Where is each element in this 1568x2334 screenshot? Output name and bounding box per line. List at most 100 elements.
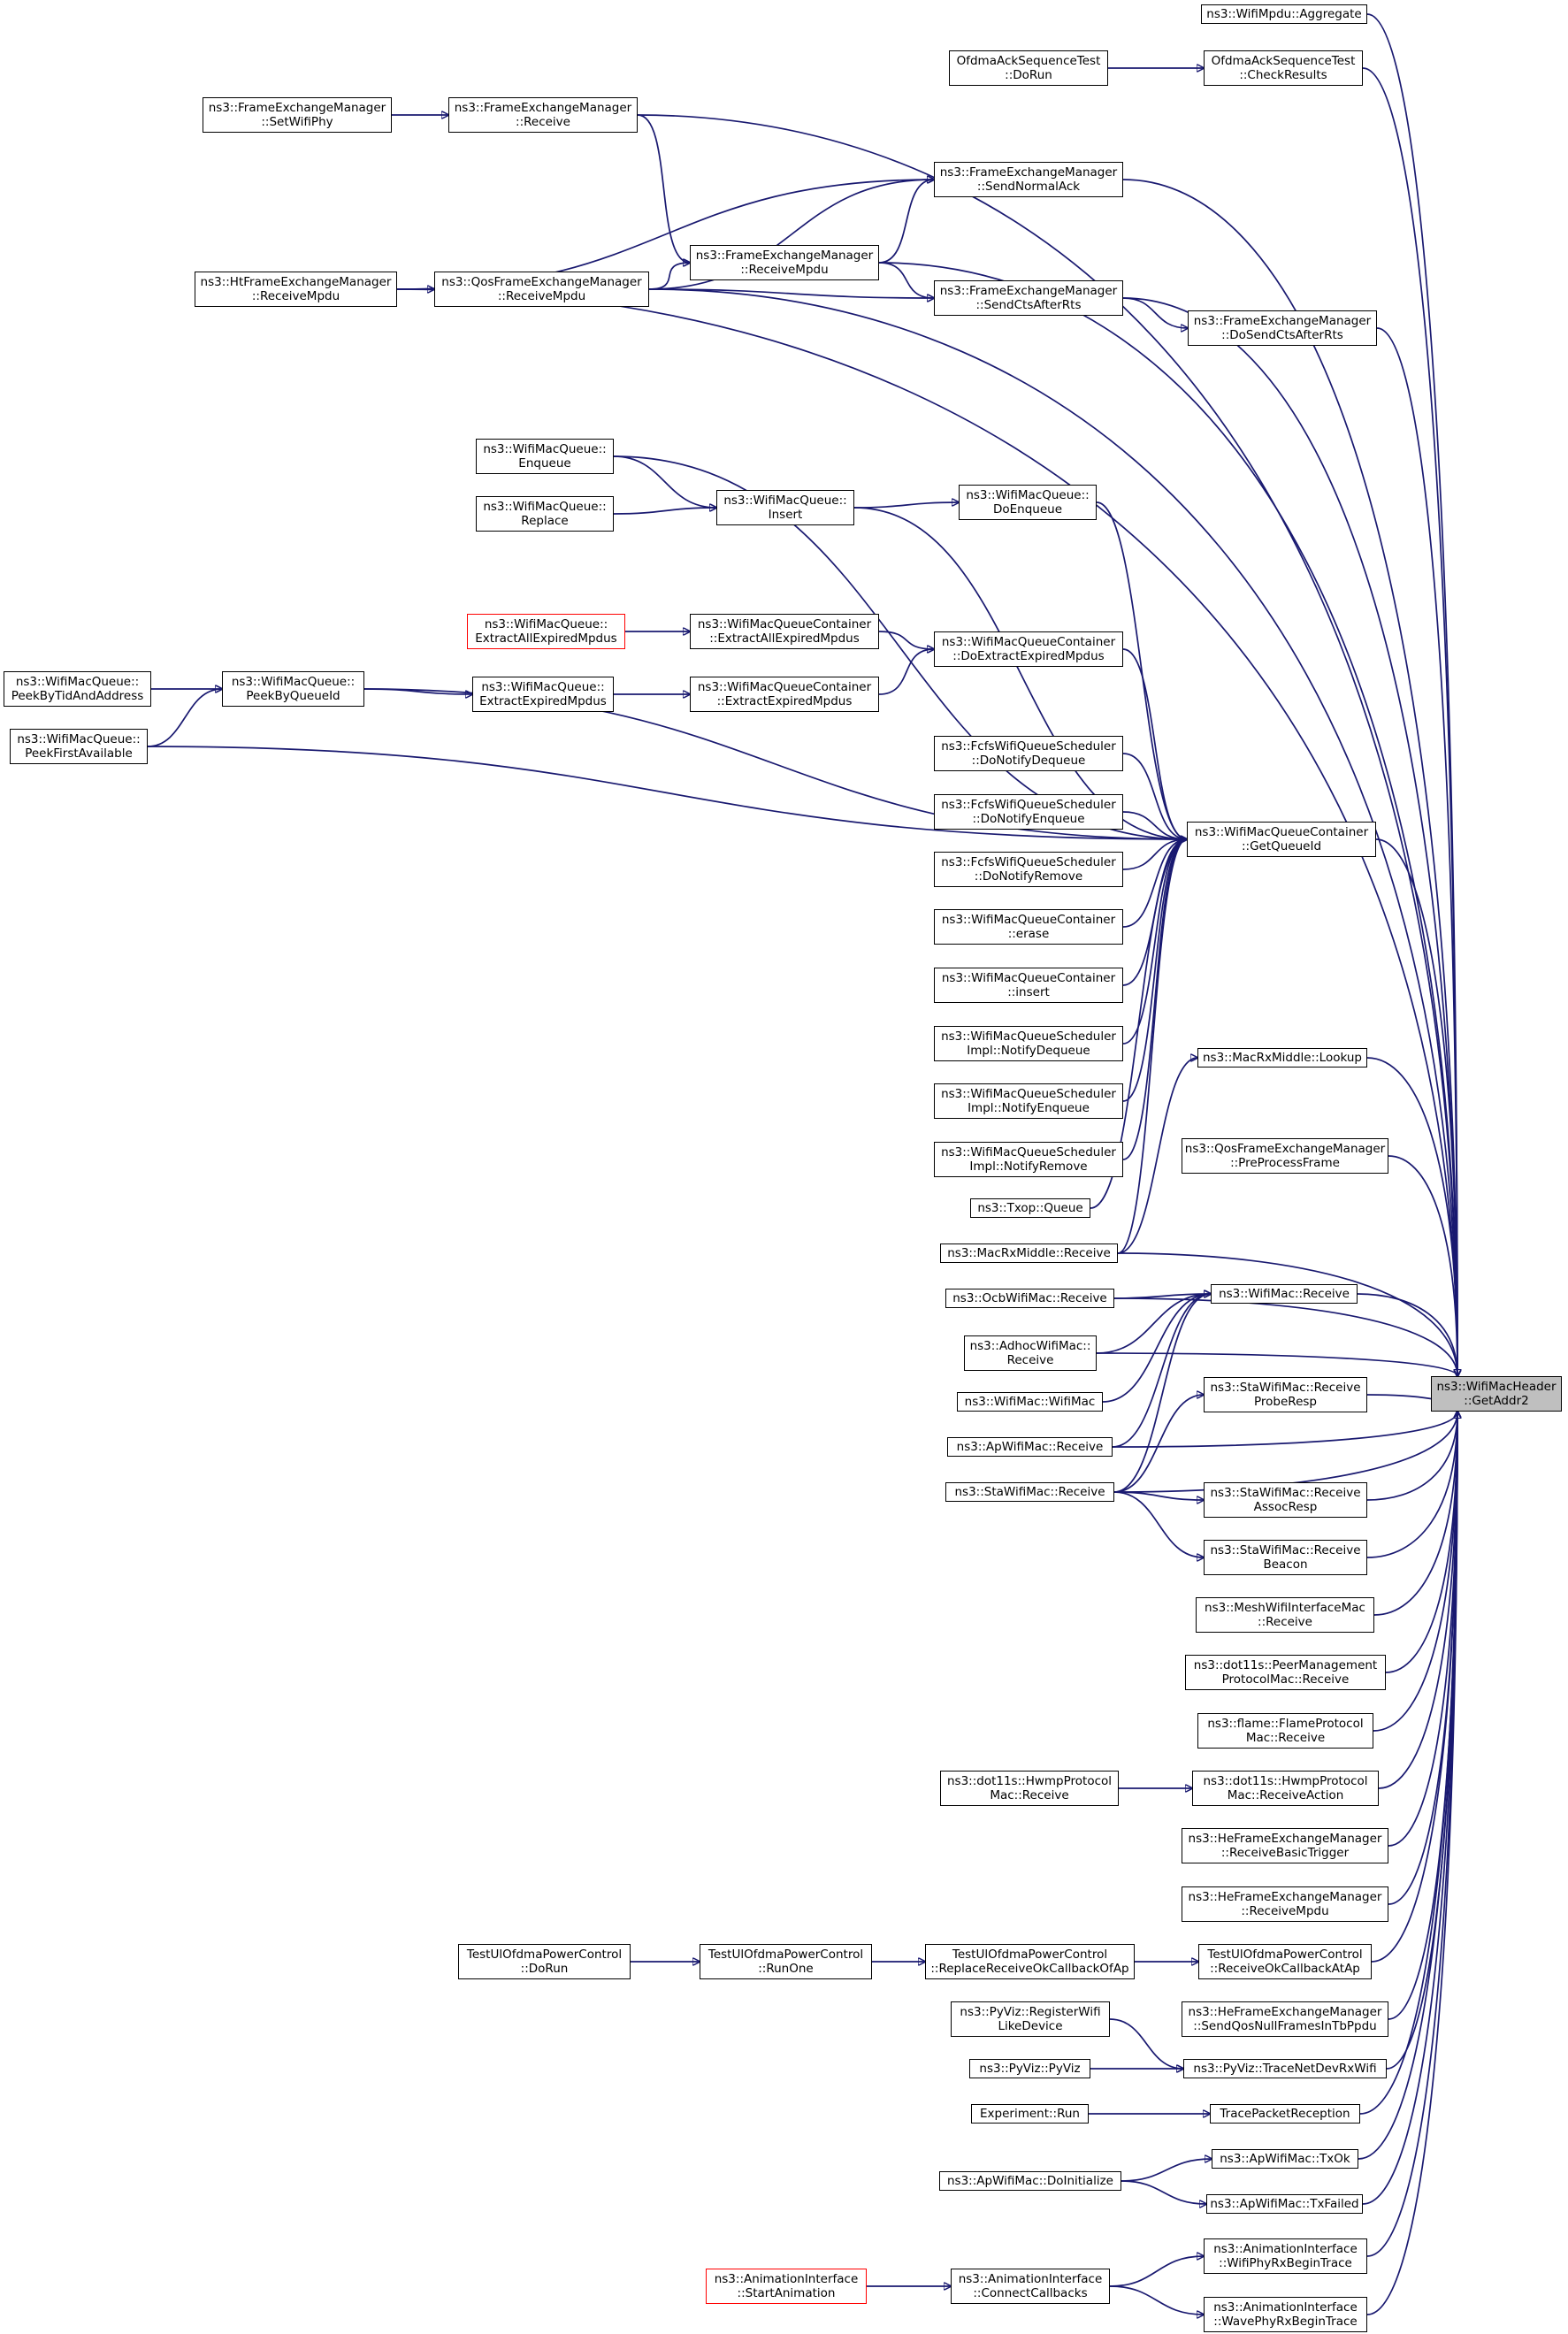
node-label-line: ::DoExtractExpiredMpdus (952, 649, 1105, 663)
node-wmq-replace[interactable]: ns3::WifiMacQueue::Replace (476, 496, 614, 532)
node-fem-setwifiphy[interactable]: ns3::FrameExchangeManager::SetWifiPhy (203, 97, 392, 133)
node-wifimac-receive[interactable]: ns3::WifiMac::Receive (1211, 1284, 1358, 1304)
node-label-line: ns3::StaWifiMac::Receive (954, 1485, 1105, 1499)
node-apwifimac-txfailed[interactable]: ns3::ApWifiMac::TxFailed (1206, 2194, 1363, 2214)
node-fcfs-donotifyenqueue[interactable]: ns3::FcfsWifiQueueScheduler::DoNotifyEnq… (934, 794, 1123, 830)
node-label-line: ns3::WifiMacQueue:: (15, 675, 140, 689)
node-anim-wavephyrxbegintrace[interactable]: ns3::AnimationInterface::WavePhyRxBeginT… (1204, 2297, 1367, 2332)
node-label-line: ExtractAllExpiredMpdus (475, 631, 617, 646)
node-label-line: ::DoNotifyRemove (974, 869, 1083, 884)
node-tulofdma-runone[interactable]: TestUlOfdmaPowerControl::RunOne (700, 1944, 872, 1979)
node-fem-receivempdu[interactable]: ns3::FrameExchangeManager::ReceiveMpdu (690, 245, 879, 280)
call-edge (878, 631, 934, 649)
node-wmqc-doextractexpired[interactable]: ns3::WifiMacQueueContainer::DoExtractExp… (934, 631, 1123, 667)
node-htfem-receivempdu[interactable]: ns3::HtFrameExchangeManager::ReceiveMpdu (195, 272, 397, 307)
node-tulofdma-dorun[interactable]: TestUlOfdmaPowerControl::DoRun (458, 1944, 631, 1979)
node-anim-connectcallbacks[interactable]: ns3::AnimationInterface::ConnectCallback… (951, 2269, 1110, 2304)
node-pyviz-tracenetdevrxwifi[interactable]: ns3::PyViz::TraceNetDevRxWifi (1183, 2059, 1387, 2078)
node-apwifimac-txok[interactable]: ns3::ApWifiMac::TxOk (1212, 2149, 1358, 2169)
node-wmq-insert[interactable]: ns3::WifiMacQueue::Insert (716, 490, 854, 525)
node-label-line: ::ReceiveMpdu (251, 289, 340, 303)
node-anim-startanimation[interactable]: ns3::AnimationInterface::StartAnimation (706, 2269, 867, 2304)
node-pyviz-pyviz[interactable]: ns3::PyViz::PyViz (969, 2059, 1090, 2078)
node-fem-sendctsafterrts[interactable]: ns3::FrameExchangeManager::SendCtsAfterR… (934, 280, 1123, 316)
node-tulofdma-replace[interactable]: TestUlOfdmaPowerControl::ReplaceReceiveO… (925, 1944, 1135, 1979)
node-label-line: Impl::NotifyRemove (969, 1159, 1088, 1174)
call-edge (853, 502, 959, 509)
node-wmqc-extractexpired[interactable]: ns3::WifiMacQueueContainer::ExtractExpir… (690, 677, 879, 712)
node-label-line: ns3::dot11s::HwmpProtocol (1203, 1774, 1368, 1788)
node-wmq-enqueue[interactable]: ns3::WifiMacQueue::Enqueue (476, 439, 614, 474)
call-edge (1122, 839, 1187, 1045)
node-label-line: ns3::FrameExchangeManager (939, 165, 1118, 180)
node-label-line: ::CheckResults (1239, 68, 1327, 82)
node-txop-queue[interactable]: ns3::Txop::Queue (970, 1198, 1090, 1218)
node-ofdma-checkresults[interactable]: OfdmaAckSequenceTest::CheckResults (1204, 50, 1363, 86)
node-stawifimac-receive[interactable]: ns3::StaWifiMac::Receive (945, 1482, 1114, 1502)
node-tulofdma-receiveok[interactable]: TestUlOfdmaPowerControl::ReceiveOkCallba… (1198, 1944, 1372, 1979)
node-wmqc-extractallexpired[interactable]: ns3::WifiMacQueueContainer::ExtractAllEx… (690, 614, 879, 649)
node-wmq-peekbyqueueid[interactable]: ns3::WifiMacQueue::PeekByQueueId (222, 671, 364, 707)
node-fem-dosendctsafterrts[interactable]: ns3::FrameExchangeManager::DoSendCtsAfte… (1188, 310, 1377, 346)
call-edge (1096, 501, 1187, 839)
call-edge (1122, 297, 1188, 328)
node-ofdma-dorun[interactable]: OfdmaAckSequenceTest::DoRun (949, 50, 1108, 86)
node-macrxmiddle-lookup[interactable]: ns3::MacRxMiddle::Lookup (1197, 1048, 1367, 1068)
node-wmq-peekfirstavailable[interactable]: ns3::WifiMacQueue::PeekFirstAvailable (10, 729, 148, 764)
node-label-line: ns3::StaWifiMac::Receive (1210, 1381, 1361, 1395)
node-anim-wifiphyrxbegintrace[interactable]: ns3::AnimationInterface::WifiPhyRxBeginT… (1204, 2238, 1367, 2274)
node-fcfs-donotifydequeue[interactable]: ns3::FcfsWifiQueueScheduler::DoNotifyDeq… (934, 736, 1123, 771)
node-wmqc-erase[interactable]: ns3::WifiMacQueueContainer::erase (934, 909, 1123, 945)
node-hefem-sendqosnull[interactable]: ns3::HeFrameExchangeManager::SendQosNull… (1182, 2001, 1388, 2037)
node-fcfs-donotifyremove[interactable]: ns3::FcfsWifiQueueScheduler::DoNotifyRem… (934, 852, 1123, 887)
node-experiment-run[interactable]: Experiment::Run (971, 2104, 1089, 2124)
call-edge (1357, 1293, 1457, 1376)
node-meshwifiinterfacemac-receive[interactable]: ns3::MeshWifiInterfaceMac::Receive (1196, 1597, 1374, 1633)
node-label-line: ns3::WifiMacQueue:: (231, 675, 356, 689)
node-label-line: ::ConnectCallbacks (973, 2286, 1088, 2300)
node-label-line: OfdmaAckSequenceTest (1211, 54, 1356, 68)
node-label-line: ns3::FrameExchangeManager (1193, 314, 1372, 328)
node-hefem-receivebasictrigger[interactable]: ns3::HeFrameExchangeManager::ReceiveBasi… (1182, 1828, 1388, 1863)
node-fem-sendnormalack[interactable]: ns3::FrameExchangeManager::SendNormalAck (934, 162, 1123, 197)
node-fem-receive[interactable]: ns3::FrameExchangeManager::Receive (448, 97, 638, 133)
node-mpdu-aggregate[interactable]: ns3::WifiMpdu::Aggregate (1201, 4, 1367, 24)
node-wmq-extractexpired[interactable]: ns3::WifiMacQueue::ExtractExpiredMpdus (472, 677, 614, 712)
node-label-line: ::DoNotifyDequeue (971, 754, 1086, 768)
node-adhocwifimac-receive[interactable]: ns3::AdhocWifiMac::Receive (964, 1335, 1097, 1371)
call-edge (1122, 839, 1187, 1160)
node-label-line: Experiment::Run (980, 2107, 1080, 2121)
node-wifimac-wifimac[interactable]: ns3::WifiMac::WifiMac (957, 1392, 1103, 1412)
node-qosfem-receivempdu[interactable]: ns3::QosFrameExchangeManager::ReceiveMpd… (434, 272, 649, 307)
node-label-line: ::DoSendCtsAfterRts (1221, 328, 1343, 342)
node-label-line: ns3::FcfsWifiQueueScheduler (941, 855, 1116, 869)
node-wmq-peekbytidaddr[interactable]: ns3::WifiMacQueue::PeekByTidAndAddress (4, 671, 151, 707)
node-ocbwifimac-receive[interactable]: ns3::OcbWifiMac::Receive (945, 1289, 1114, 1308)
node-wmq-doenqueue[interactable]: ns3::WifiMacQueue::DoEnqueue (959, 485, 1097, 520)
node-qosfem-preprocessframe[interactable]: ns3::QosFrameExchangeManager::PreProcess… (1182, 1138, 1388, 1174)
node-label-line: Impl::NotifyDequeue (967, 1044, 1090, 1058)
node-wmqc-insert[interactable]: ns3::WifiMacQueueContainer::insert (934, 968, 1123, 1003)
node-wmqc-getqueueid[interactable]: ns3::WifiMacQueueContainer::GetQueueId (1187, 822, 1376, 857)
call-edge (1366, 1412, 1457, 1501)
node-macrxmiddle-receive[interactable]: ns3::MacRxMiddle::Receive (940, 1244, 1118, 1263)
node-label-line: ns3::WifiMacQueueContainer (1194, 825, 1369, 839)
node-label-line: ns3::AnimationInterface (1213, 2300, 1358, 2315)
node-wmq-extractallexpired[interactable]: ns3::WifiMacQueue::ExtractAllExpiredMpdu… (467, 614, 625, 649)
node-tracepacketreception[interactable]: TracePacketReception (1210, 2104, 1360, 2124)
node-apwifimac-receive[interactable]: ns3::ApWifiMac::Receive (947, 1437, 1113, 1457)
node-apwifimac-doinitialize[interactable]: ns3::ApWifiMac::DoInitialize (939, 2171, 1121, 2191)
call-edge (1373, 1412, 1457, 1732)
node-hefem-receivempdu[interactable]: ns3::HeFrameExchangeManager::ReceiveMpdu (1182, 1886, 1388, 1922)
